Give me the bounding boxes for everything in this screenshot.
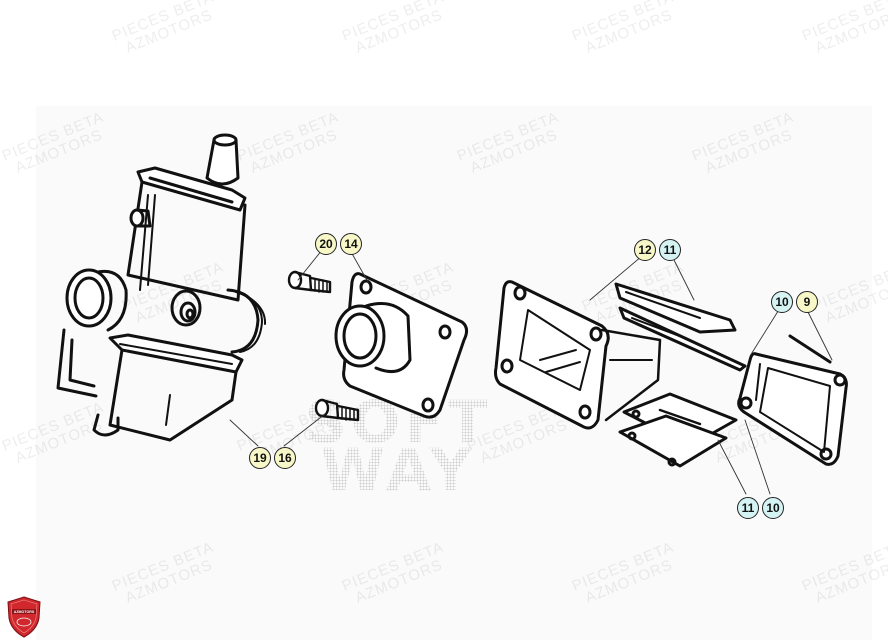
callout-11-lower[interactable]: 11 <box>737 497 759 519</box>
reed-petals-part <box>614 282 747 372</box>
callout-20[interactable]: 20 <box>315 233 337 255</box>
lower-gaskets-part <box>618 392 738 468</box>
callout-11[interactable]: 11 <box>659 239 681 261</box>
callout-12[interactable]: 12 <box>634 239 656 261</box>
carburetor-part <box>56 133 267 442</box>
bolt-lower <box>314 398 360 422</box>
callout-14[interactable]: 14 <box>340 233 362 255</box>
reed-spacer-part <box>737 334 848 466</box>
azmotors-logo-icon: AZMOTORS <box>7 596 41 638</box>
callout-9[interactable]: 9 <box>796 291 818 313</box>
svg-text:AZMOTORS: AZMOTORS <box>14 610 35 614</box>
callout-16[interactable]: 16 <box>274 447 296 469</box>
callout-19[interactable]: 19 <box>249 447 271 469</box>
callout-10[interactable]: 10 <box>771 291 793 313</box>
leader-lines <box>229 249 833 495</box>
reed-valve-block-part <box>494 280 662 430</box>
bolt-upper <box>287 270 332 294</box>
intake-manifold-part <box>334 272 469 419</box>
callout-10-lower[interactable]: 10 <box>762 497 784 519</box>
